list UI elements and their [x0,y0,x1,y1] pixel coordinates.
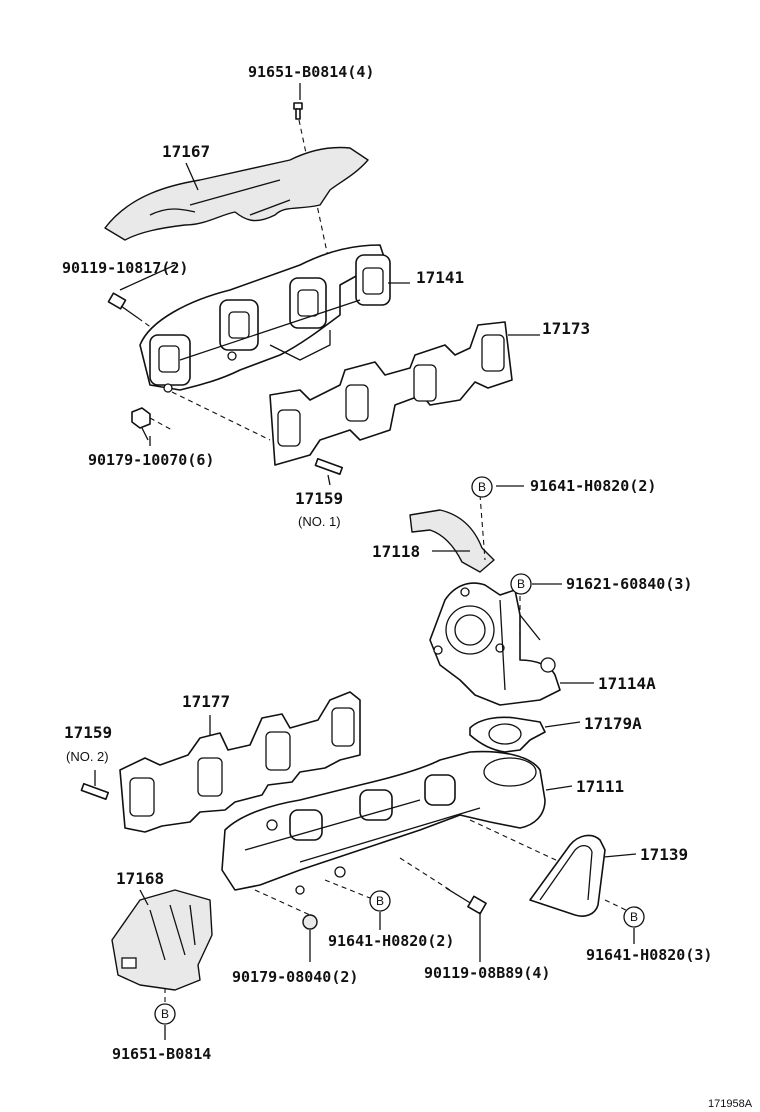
nut-90179-08040[interactable] [302,914,318,930]
label-90179-10070-6[interactable]: 90179-10070(6) [88,451,214,469]
callout-b-17114a: B [510,573,532,595]
callout-letter: B [161,1007,169,1021]
callout-letter: B [478,480,486,494]
diagram-reference-code: 171958A [708,1098,753,1110]
callout-b-17139: B [623,906,645,928]
stud-17159-no1[interactable] [314,457,344,476]
label-17141[interactable]: 17141 [416,268,464,287]
bolt-90119-10817[interactable] [107,292,139,319]
label-90119-08b89-4[interactable]: 90119-08B89(4) [424,964,550,982]
heat-insulator-17168[interactable] [111,889,213,991]
label-17173[interactable]: 17173 [542,319,590,338]
callout-b-bottom-mid: B [369,890,391,912]
gasket-17173[interactable] [269,321,513,466]
callout-letter: B [517,577,525,591]
callout-b-17168: B [154,1003,176,1025]
label-17118[interactable]: 17118 [372,542,420,561]
label-91641-h0820-3[interactable]: 91641-H0820(3) [586,946,712,964]
callout-letter: B [376,894,384,908]
gasket-17177[interactable] [119,691,361,833]
elbow-flange-17114a[interactable] [429,582,561,706]
label-no2: (NO. 2) [66,749,109,764]
label-17139[interactable]: 17139 [640,845,688,864]
label-91621-60840-3[interactable]: 91621-60840(3) [566,575,692,593]
callout-letter: B [630,910,638,924]
label-91651-b0814-4[interactable]: 91651-B0814(4) [248,63,374,81]
label-90119-10817-2[interactable]: 90119-10817(2) [62,259,188,277]
label-17114a[interactable]: 17114A [598,674,656,693]
label-17159-no2[interactable]: 17159 [64,723,112,742]
label-91651-b0814[interactable]: 91651-B0814 [112,1045,211,1063]
pipe-17118[interactable] [409,509,495,573]
callout-b-top: B [471,476,493,498]
label-no1: (NO. 1) [298,514,341,529]
stud-17159-no2[interactable] [80,782,110,801]
bolt-91651-top[interactable] [293,102,303,120]
bolt-90119-08b89[interactable] [445,887,487,915]
label-91641-h0820-2-top[interactable]: 91641-H0820(2) [530,477,656,495]
label-17111[interactable]: 17111 [576,777,624,796]
heat-insulator-17167[interactable] [104,146,369,241]
label-91641-h0820-2-bottom[interactable]: 91641-H0820(2) [328,932,454,950]
label-17177[interactable]: 17177 [182,692,230,711]
label-17168[interactable]: 17168 [116,869,164,888]
gasket-17139[interactable] [529,834,606,917]
label-17159-no1[interactable]: 17159 [295,489,343,508]
label-90179-08040-2[interactable]: 90179-08040(2) [232,968,358,986]
label-17179a[interactable]: 17179A [584,714,642,733]
label-17167[interactable]: 17167 [162,142,210,161]
nut-90179-10070[interactable] [131,407,151,429]
